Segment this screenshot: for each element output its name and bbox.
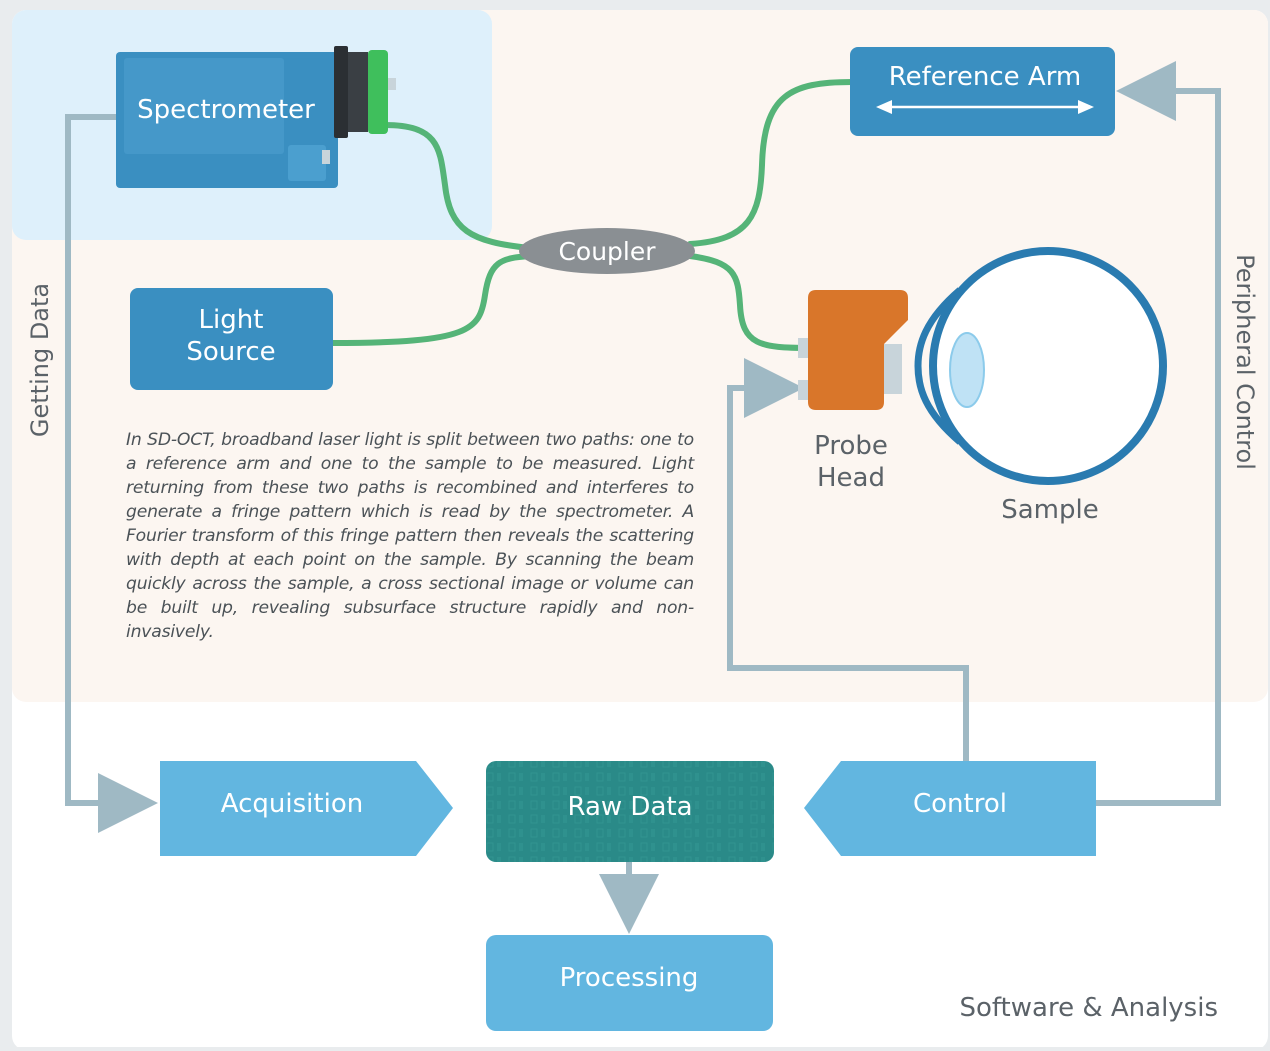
spectrometer-lens-barrel	[348, 52, 368, 132]
sd-oct-description: In SD-OCT, broadband laser light is spli…	[126, 430, 694, 642]
software-analysis-label: Software & Analysis	[959, 993, 1218, 1023]
control-shape	[804, 761, 1096, 856]
eye-lens	[949, 332, 985, 408]
coupler-label: Coupler	[558, 237, 656, 266]
optical-fibers	[330, 79, 855, 351]
raw-data-label: Raw Data	[567, 792, 692, 822]
spectrometer-fiber-mount	[368, 50, 388, 134]
reference-arm-label: Reference Arm	[889, 62, 1082, 92]
eye-globe	[929, 247, 1167, 485]
spectrometer-highlight	[124, 58, 284, 154]
raw-data-block: Raw Data	[486, 761, 774, 862]
peripheral-control-label: Peripheral Control	[1231, 254, 1259, 470]
control-block: Control	[804, 761, 1096, 856]
double-arrow-right-head	[1078, 100, 1094, 114]
double-arrow-left-head	[876, 100, 892, 114]
reference-arm-box: Reference Arm	[850, 47, 1115, 136]
reference-arm-body	[850, 47, 1115, 136]
spectrometer-port-pin	[322, 150, 330, 164]
spectrometer-device: Spectrometer	[116, 46, 396, 188]
fiber-lightsource-coupler	[330, 253, 533, 346]
probe-head-label-line1: Probe	[814, 431, 888, 461]
light-source-label-line2: Source	[186, 337, 275, 367]
control-connectors	[65, 61, 1221, 934]
fiber-coupler-probe	[687, 253, 813, 351]
fiber-spectrometer-coupler	[382, 122, 533, 251]
getting-data-label: Getting Data	[26, 283, 54, 437]
peripheral-control-arrow	[1096, 61, 1221, 806]
probe-body	[808, 290, 908, 410]
sample-eye: Sample	[914, 247, 1167, 525]
control-label: Control	[913, 789, 1007, 819]
light-source-label-line1: Light	[199, 305, 264, 335]
processing-label: Processing	[560, 963, 699, 993]
getting-data-arrow	[65, 114, 158, 833]
spectrometer-mount-pin	[388, 78, 396, 90]
acquisition-label: Acquisition	[221, 789, 363, 819]
spectrometer-port	[288, 145, 326, 181]
sample-label: Sample	[1001, 495, 1099, 525]
light-source-box: Light Source	[130, 288, 333, 390]
processing-block: Processing	[486, 935, 773, 1031]
probe-lens	[884, 344, 902, 394]
light-source-body	[130, 288, 333, 390]
probe-head-label-line2: Head	[817, 463, 885, 493]
spectrometer-label: Spectrometer	[137, 95, 315, 125]
acquisition-block: Acquisition	[160, 761, 453, 856]
processing-body	[486, 935, 773, 1031]
control-to-probe-arrow	[727, 358, 969, 762]
coupler: Coupler	[519, 228, 695, 274]
fiber-coupler-reference	[687, 79, 855, 247]
coupler-body	[519, 228, 695, 274]
spectrometer-lens-ring	[334, 46, 348, 138]
probe-head-device: Probe Head	[798, 290, 908, 493]
eye-cornea	[914, 287, 963, 445]
acquisition-shape	[160, 761, 453, 856]
raw-data-texture	[486, 761, 774, 862]
